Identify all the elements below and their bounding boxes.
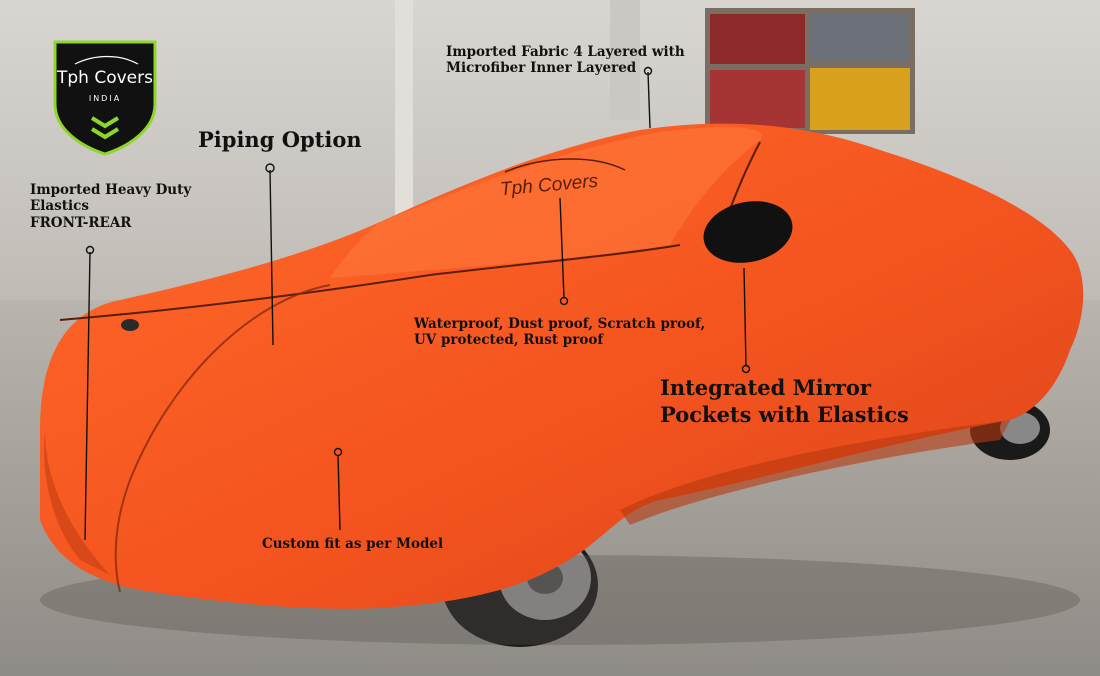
mirror-pocket — [703, 201, 793, 263]
logo-region: INDIA — [88, 94, 122, 103]
car-cover — [40, 123, 1084, 609]
piping-seam — [59, 244, 681, 321]
callout-piping: Piping Option — [198, 127, 362, 152]
wall-poster — [705, 8, 915, 134]
wall-pipe — [395, 0, 413, 220]
callout-fit: Custom fit as per Model — [262, 536, 444, 552]
callout-fabric: Imported Fabric 4 Layered with Microfibe… — [446, 44, 685, 77]
callout-waterproof: Waterproof, Dust proof, Scratch proof, U… — [414, 316, 706, 349]
callout-mirror: Integrated Mirror Pockets with Elastics — [660, 375, 909, 428]
callout-elastics: Imported Heavy Duty Elastics FRONT-REAR — [30, 182, 192, 231]
logo-name: Tph Covers — [57, 68, 153, 88]
brand-logo: Tph Covers INDIA — [50, 34, 160, 158]
